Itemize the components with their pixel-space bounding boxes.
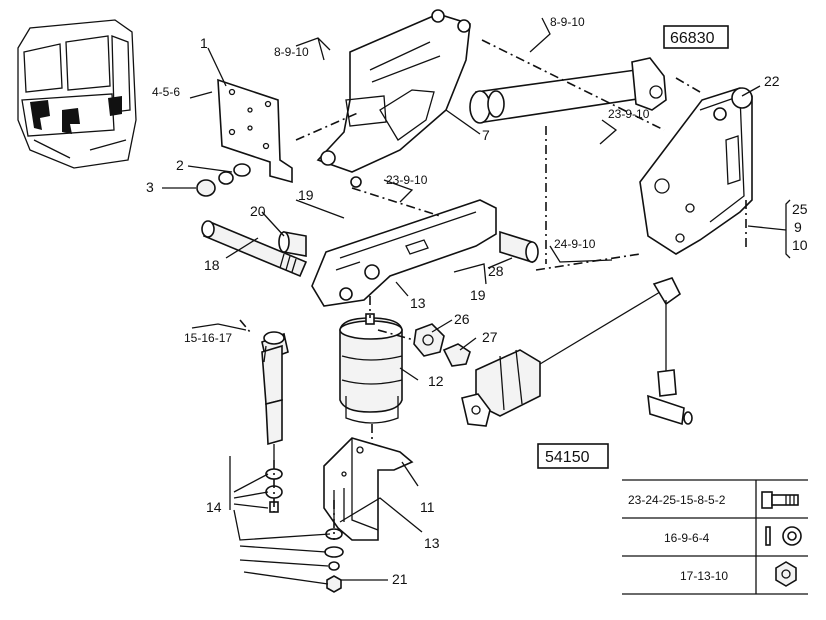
callout-9: 9 bbox=[794, 219, 802, 235]
callout-2: 2 bbox=[176, 157, 184, 173]
assembly-axis-lines bbox=[239, 39, 747, 540]
callout-26: 26 bbox=[454, 311, 470, 327]
callout-13-lower: 13 bbox=[424, 535, 440, 551]
legend-row-3-numbers: 17-13-10 bbox=[680, 569, 728, 583]
upper-bracket bbox=[316, 9, 471, 188]
legend-row-1-numbers: 23-24-25-15-8-5-2 bbox=[628, 493, 726, 507]
bracket-25-9-10 bbox=[785, 199, 791, 259]
fastener-legend: 23-24-25-15-8-5-2 16-9-6-4 17-13-10 bbox=[622, 479, 808, 595]
callout-18: 18 bbox=[204, 257, 220, 273]
washer-icon bbox=[765, 526, 802, 546]
reference-box-66830: 66830 bbox=[663, 25, 729, 49]
nut-icon bbox=[775, 561, 797, 587]
callout-1: 1 bbox=[200, 35, 208, 51]
mounting-plate bbox=[217, 78, 293, 184]
callout-19-bottom: 19 bbox=[470, 287, 486, 303]
legend-row-2-numbers: 16-9-6-4 bbox=[664, 531, 710, 545]
reference-code: 54150 bbox=[545, 449, 590, 466]
callout-7: 7 bbox=[482, 127, 490, 143]
callout-8-9-10-top: 8-9-10 bbox=[550, 15, 585, 29]
callout-28: 28 bbox=[488, 263, 504, 279]
callout-15-16-17: 15-16-17 bbox=[184, 331, 232, 345]
lower-bracket bbox=[323, 437, 414, 593]
pivot-pin bbox=[201, 220, 308, 278]
callout-8-9-10-left: 8-9-10 bbox=[274, 45, 309, 59]
truck-cab-thumbnail bbox=[17, 19, 137, 169]
reference-code: 66830 bbox=[670, 30, 715, 47]
callout-13-upper: 13 bbox=[410, 295, 426, 311]
callout-3: 3 bbox=[146, 179, 154, 195]
cross-tube bbox=[469, 57, 667, 124]
bushing bbox=[278, 231, 307, 257]
callout-19-top: 19 bbox=[298, 187, 314, 203]
leveling-valve bbox=[461, 277, 693, 427]
callout-27: 27 bbox=[482, 329, 498, 345]
fitting-elbow bbox=[442, 343, 471, 367]
callout-20: 20 bbox=[250, 203, 266, 219]
fitting-nut bbox=[413, 323, 445, 357]
reference-box-54150: 54150 bbox=[537, 443, 609, 469]
air-spring bbox=[339, 313, 403, 424]
callout-22: 22 bbox=[764, 73, 780, 89]
lever-arm bbox=[311, 199, 497, 307]
small-fasteners bbox=[196, 163, 251, 197]
callout-10: 10 bbox=[792, 237, 808, 253]
callout-21: 21 bbox=[392, 571, 408, 587]
bolt-icon bbox=[761, 491, 799, 509]
callout-11: 11 bbox=[420, 499, 435, 515]
callout-23-9-10-left: 23-9-10 bbox=[386, 173, 428, 187]
callout-leaders bbox=[162, 17, 787, 585]
callout-25: 25 bbox=[792, 201, 808, 217]
callout-14: 14 bbox=[206, 499, 222, 515]
callout-23-9-10-right: 23-9-10 bbox=[608, 107, 650, 121]
callout-24-9-10: 24-9-10 bbox=[554, 237, 596, 251]
callout-12: 12 bbox=[428, 373, 444, 389]
shock-absorber bbox=[261, 331, 289, 513]
bushing-right bbox=[499, 230, 539, 264]
right-bracket bbox=[639, 87, 753, 255]
callout-4-5-6: 4-5-6 bbox=[152, 85, 180, 99]
